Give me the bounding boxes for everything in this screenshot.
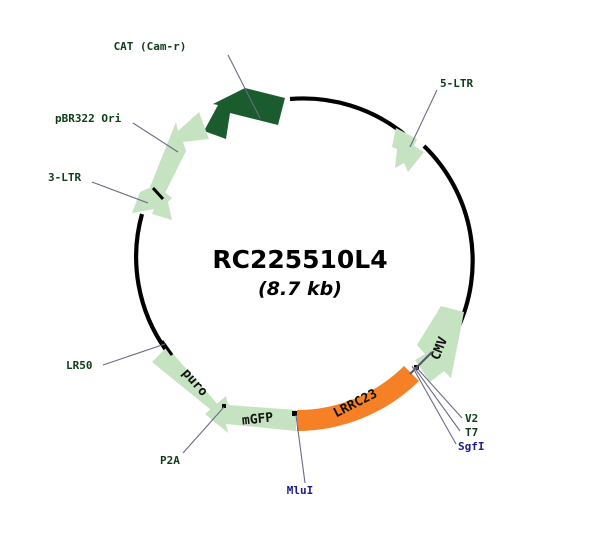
backbone-arc-left <box>134 213 168 352</box>
junction-tick-mlui <box>292 411 297 416</box>
leader-lines <box>91 54 463 484</box>
backbone-arc-top-right <box>289 96 406 136</box>
leader-v2 <box>416 367 463 419</box>
cat-cam-r-arrow[interactable] <box>204 88 285 139</box>
label-5-ltr: 5-LTR <box>440 77 473 90</box>
feature-cmv[interactable]: CMV <box>415 306 464 382</box>
plasmid-backbone <box>134 96 475 352</box>
junction-tick-cmv-start <box>409 351 433 375</box>
mgfp-label: mGFP <box>241 410 274 428</box>
feature-junction-ticks <box>160 340 433 416</box>
label-p2a: P2A <box>160 454 180 467</box>
label-v2: V2 <box>465 412 478 425</box>
feature-5-ltr[interactable] <box>392 128 424 172</box>
leader-mlui <box>295 414 306 484</box>
plasmid-size-label: (8.7 kb) <box>258 278 342 300</box>
feature-puro[interactable]: puro <box>152 347 238 423</box>
label-t7: T7 <box>465 426 478 439</box>
leader-cat-cam-r <box>227 54 261 119</box>
junction-tick-p2a <box>222 404 226 408</box>
label-sgfi: SgfI <box>458 440 485 453</box>
label-mlui: MluI <box>287 484 314 497</box>
leader-p2a <box>182 406 225 454</box>
label-cat-cam-r: CAT (Cam-r) <box>114 40 187 53</box>
pbr322-ori-arrow[interactable] <box>150 112 209 195</box>
leader-pbr322-ori <box>132 122 179 153</box>
label-pbr322-ori: pBR322 Ori <box>55 112 122 125</box>
puro-arrow[interactable] <box>152 347 238 423</box>
feature-3-ltr[interactable] <box>132 185 172 220</box>
lrrc23-block[interactable] <box>297 366 419 431</box>
junction-tick-lr50 <box>160 340 174 356</box>
backbone-arc-right <box>422 144 475 331</box>
3-ltr-arrow[interactable] <box>132 185 172 220</box>
leader-sgfi <box>411 365 457 445</box>
label-3-ltr: 3-LTR <box>48 171 81 184</box>
leader-5-ltr <box>409 89 438 148</box>
leader-lr50 <box>102 343 166 366</box>
leader-t7 <box>413 366 461 432</box>
leader-3-ltr <box>91 181 149 204</box>
feature-cat-cam-r[interactable] <box>204 88 285 139</box>
feature-lrrc23[interactable]: LRRC23 <box>297 366 419 431</box>
cmv-arrow[interactable] <box>415 306 464 382</box>
3-ltr-tick <box>151 186 165 201</box>
page-title: RC225510L4 <box>212 245 387 274</box>
label-lr50: LR50 <box>66 359 93 372</box>
5-ltr-arrow[interactable] <box>392 128 424 172</box>
feature-pbr322-ori[interactable] <box>150 112 209 195</box>
